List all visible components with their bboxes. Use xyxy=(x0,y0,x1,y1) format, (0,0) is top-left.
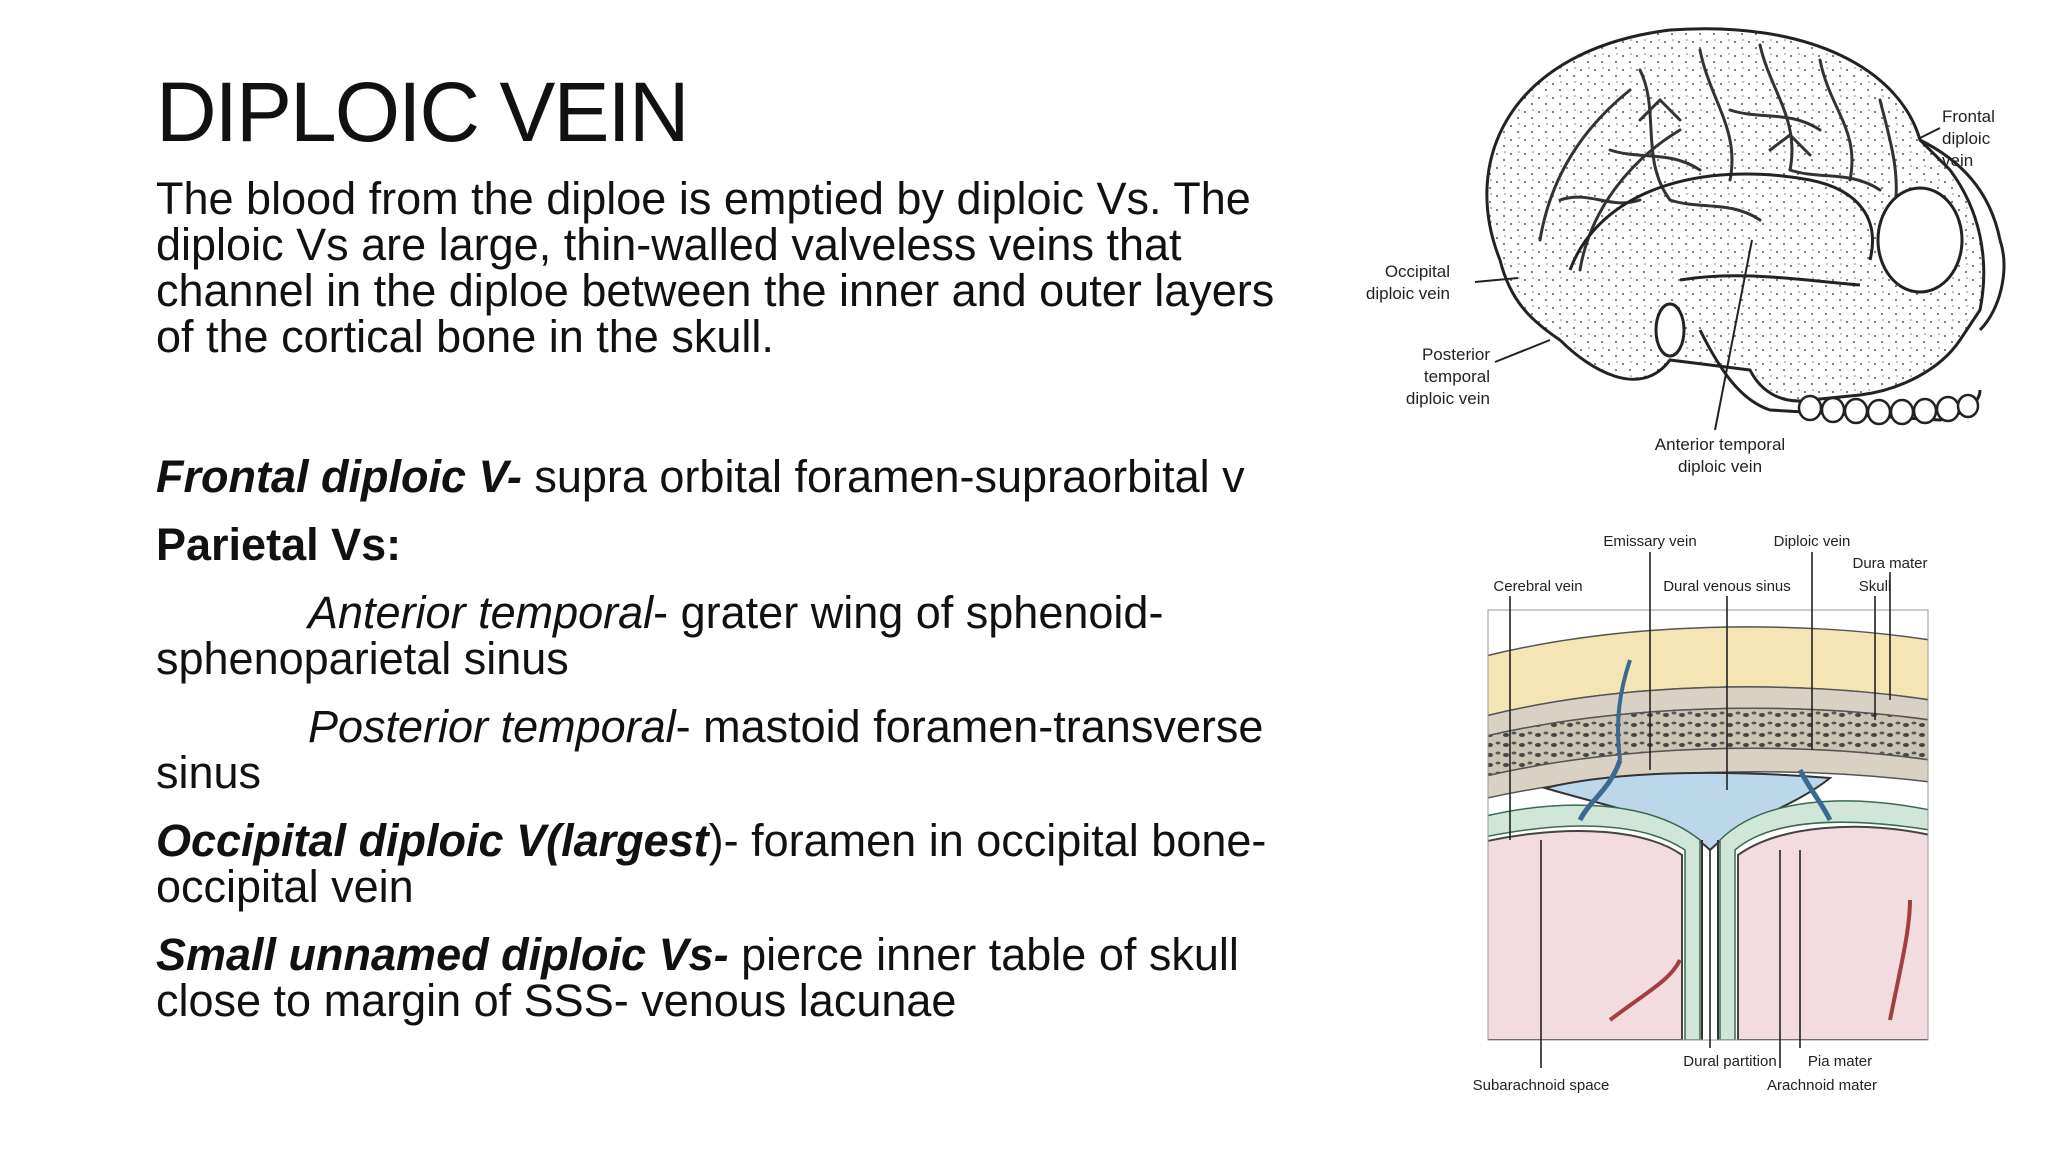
teeth xyxy=(1797,393,1980,426)
term-frontal: Frontal diploic V- xyxy=(156,451,522,502)
skull-face xyxy=(1919,138,2006,332)
leader-lines xyxy=(1474,127,1941,431)
desc-posterior-temporal: - mastoid foramen-transverse sinus xyxy=(156,701,1264,798)
text-column: The blood from the diploe is emptied by … xyxy=(156,176,1316,1046)
orbit xyxy=(1876,186,1964,294)
brain-left xyxy=(1488,830,1683,1040)
brain-right xyxy=(1737,825,1928,1040)
pia-layer xyxy=(1488,804,1701,1040)
label-skull: Skull xyxy=(1859,578,1892,595)
list-item-parietal: Parietal Vs: xyxy=(156,519,402,570)
intro-paragraph: The blood from the diploe is emptied by … xyxy=(156,173,1275,362)
desc-anterior-temporal: - grater wing of sphenoid-sphenoparietal… xyxy=(156,587,1164,684)
label-arachnoid-mater: Arachnoid mater xyxy=(1767,1077,1877,1094)
list-item-small-unnamed: Small unnamed diploic Vs- pierce inner t… xyxy=(156,932,1316,1024)
section-figure: Emissary vein Diploic vein Dura mater Ce… xyxy=(1470,520,2030,1110)
cerebral-vein-right xyxy=(1797,768,1833,822)
term-posterior-temporal: Posterior temporal xyxy=(308,701,676,752)
list-item-anterior-temporal: Anterior temporal- grater wing of spheno… xyxy=(156,590,1316,682)
desc-frontal: supra orbital foramen-supraorbital v xyxy=(521,451,1245,502)
list-item-posterior-temporal: Posterior temporal- mastoid foramen-tran… xyxy=(156,704,1316,796)
label-subarachnoid-space: Subarachnoid space xyxy=(1473,1077,1610,1094)
desc-occipital: )- foramen in occipital bone-occipital v… xyxy=(156,815,1267,912)
zygomatic-arch xyxy=(1679,274,1861,287)
label-dural-venous-sinus: Dural venous sinus xyxy=(1663,578,1791,595)
list-item-occipital: Occipital diploic V(largest)- foramen in… xyxy=(156,818,1316,910)
cerebral-vein-left xyxy=(1577,759,1623,822)
emissary-vein-shape xyxy=(1616,659,1632,761)
ear-canal xyxy=(1654,302,1686,358)
label-emissary-vein: Emissary vein xyxy=(1603,533,1696,550)
brain-vessel-2 xyxy=(1888,899,1912,1021)
term-small-unnamed: Small unnamed diploic Vs- xyxy=(156,929,729,980)
desc-small-unnamed: pierce inner table of skull close to mar… xyxy=(156,929,1239,1026)
list-item-frontal: Frontal diploic V- supra orbital foramen… xyxy=(156,454,1316,500)
label-pia-mater: Pia mater xyxy=(1808,1053,1872,1070)
slide-title: DIPLOIC VEIN xyxy=(156,65,689,159)
label-diploic-vein: Diploic vein xyxy=(1774,533,1851,550)
temporal-line xyxy=(1568,172,1874,271)
label-dural-partition: Dural partition xyxy=(1683,1053,1776,1070)
vein-list: Frontal diploic V- supra orbital foramen… xyxy=(156,454,1316,1024)
meninges-section-illustration: Emissary vein Diploic vein Dura mater Ce… xyxy=(1473,533,1929,1094)
section-leader-lines xyxy=(1509,552,1891,1068)
brain-vessel xyxy=(1608,959,1682,1022)
term-anterior-temporal: Anterior temporal xyxy=(308,587,654,638)
label-cerebral-vein: Cerebral vein xyxy=(1493,578,1582,595)
label-dura-mater: Dura mater xyxy=(1852,555,1927,572)
term-occipital: Occipital diploic V(largest xyxy=(156,815,709,866)
skull-vault xyxy=(1485,27,1986,403)
dural-partition-falx xyxy=(1701,840,1719,1040)
pia-layer-right xyxy=(1719,800,1928,1040)
